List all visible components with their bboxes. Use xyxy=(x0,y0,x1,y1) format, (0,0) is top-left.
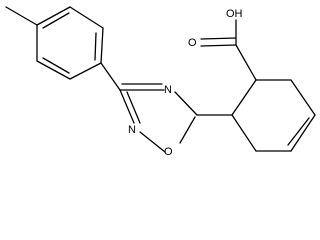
tolyl-ring xyxy=(36,6,104,80)
methyl-bond xyxy=(5,6,38,26)
oxadiazole-n-bottom-label: N xyxy=(128,124,136,136)
oxadiazole-n-top-label: N xyxy=(164,84,172,96)
oxadiazole-o-label: O xyxy=(164,146,173,157)
cyclohexene-ring xyxy=(231,79,316,152)
hydroxyl-label: OH xyxy=(226,8,243,20)
molecule-drawing: OH O N N O xyxy=(5,6,316,157)
structure-canvas: OH O N N O xyxy=(5,6,316,157)
carboxylic-acid-group xyxy=(200,19,257,81)
aryl-oxadiazole-bond xyxy=(100,62,121,91)
carbonyl-oxygen-label: O xyxy=(188,37,197,49)
oxadiazole-ring xyxy=(119,83,198,153)
